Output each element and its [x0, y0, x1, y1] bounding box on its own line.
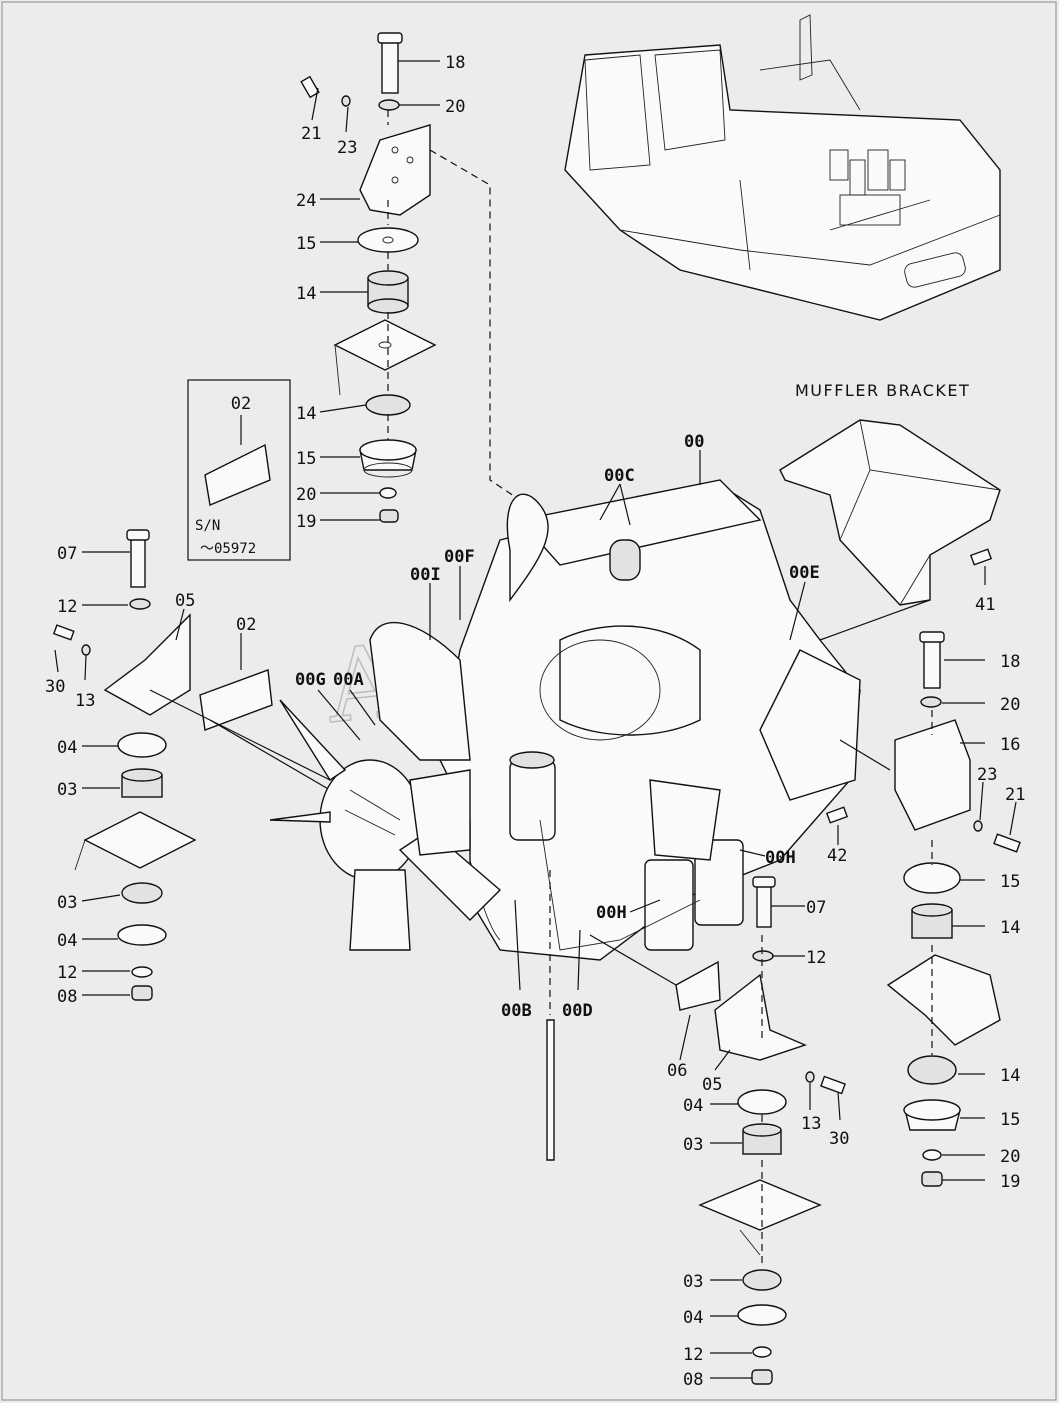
muffler-bracket-title: MUFFLER BRACKET — [795, 381, 970, 400]
bottom-mount-stack — [675, 876, 846, 1385]
right-mount-stack — [825, 548, 1021, 1187]
callout-15: 15 — [296, 449, 316, 469]
callout-00: 00 — [684, 432, 704, 452]
callout-00A: 00A — [333, 670, 364, 690]
serial-inset-box — [187, 379, 291, 561]
callout-07: 07 — [806, 898, 826, 918]
callout-00F: 00F — [444, 547, 475, 567]
callout-07: 07 — [57, 544, 77, 564]
callout-14: 14 — [1000, 918, 1020, 938]
callout-20: 20 — [1000, 1147, 1020, 1167]
callout-30: 30 — [829, 1129, 849, 1149]
callout-12: 12 — [57, 963, 77, 983]
callout-19: 19 — [1000, 1172, 1020, 1192]
callout-20: 20 — [296, 485, 316, 505]
front-mount-stack — [300, 32, 437, 523]
callout-00H: 00H — [596, 903, 627, 923]
callout-23: 23 — [977, 765, 997, 785]
right-leaders — [837, 566, 1017, 1181]
callout-12: 12 — [683, 1345, 703, 1365]
inset-part-number: 02 — [231, 394, 251, 414]
inset-sn-range: ～05972 — [200, 541, 256, 557]
callout-20: 20 — [445, 97, 465, 117]
left-leaders — [54, 551, 331, 996]
callout-04: 04 — [683, 1308, 703, 1328]
callout-08: 08 — [683, 1370, 703, 1390]
callout-00B: 00B — [501, 1001, 532, 1021]
callout-41: 41 — [975, 595, 995, 615]
callout-24: 24 — [296, 191, 316, 211]
callout-18: 18 — [1000, 652, 1020, 672]
callout-23: 23 — [337, 138, 357, 158]
engine-leaders — [317, 450, 931, 991]
callout-19: 19 — [296, 512, 316, 532]
callout-08: 08 — [57, 987, 77, 1007]
callout-00I: 00I — [410, 565, 441, 585]
callout-04: 04 — [57, 738, 77, 758]
callout-14: 14 — [1000, 1066, 1020, 1086]
callout-00C: 00C — [604, 466, 635, 486]
callout-13: 13 — [75, 691, 95, 711]
left-mount-stack — [52, 529, 273, 1001]
callout-03: 03 — [683, 1272, 703, 1292]
callout-00H: 00H — [765, 848, 796, 868]
callout-05: 05 — [702, 1075, 722, 1095]
excavator-illustration — [564, 14, 1001, 321]
callout-13: 13 — [801, 1114, 821, 1134]
callout-00D: 00D — [562, 1001, 593, 1021]
callout-05: 05 — [175, 591, 195, 611]
inset-plate — [204, 443, 271, 506]
fan-assembly — [269, 699, 502, 951]
callout-20: 20 — [1000, 695, 1020, 715]
callout-15: 15 — [1000, 872, 1020, 892]
callout-00E: 00E — [789, 563, 820, 583]
callout-labels: 18 20 21 23 24 15 14 14 15 20 19 07 12 0… — [45, 53, 1025, 1390]
callout-42: 42 — [827, 846, 847, 866]
callout-14: 14 — [296, 284, 316, 304]
dipstick — [546, 870, 555, 1161]
callout-21: 21 — [301, 124, 321, 144]
bottom-leaders — [589, 905, 841, 1379]
callout-04: 04 — [57, 931, 77, 951]
callout-12: 12 — [806, 948, 826, 968]
callout-00G: 00G — [295, 670, 326, 690]
leader-lines — [311, 60, 521, 521]
callout-18: 18 — [445, 53, 465, 73]
callout-03: 03 — [57, 780, 77, 800]
callout-04: 04 — [683, 1096, 703, 1116]
callout-02: 02 — [236, 615, 256, 635]
engine-block — [369, 479, 861, 961]
callout-15: 15 — [1000, 1110, 1020, 1130]
callout-14: 14 — [296, 404, 316, 424]
callout-15: 15 — [296, 234, 316, 254]
callout-16: 16 — [1000, 735, 1020, 755]
callout-06: 06 — [667, 1061, 687, 1081]
muffler-bracket-part — [779, 419, 1001, 606]
inset-sn-label: S/N — [195, 518, 220, 534]
callout-30: 30 — [45, 677, 65, 697]
callout-21: 21 — [1005, 785, 1025, 805]
callout-12: 12 — [57, 597, 77, 617]
callout-03: 03 — [57, 893, 77, 913]
callout-03: 03 — [683, 1135, 703, 1155]
